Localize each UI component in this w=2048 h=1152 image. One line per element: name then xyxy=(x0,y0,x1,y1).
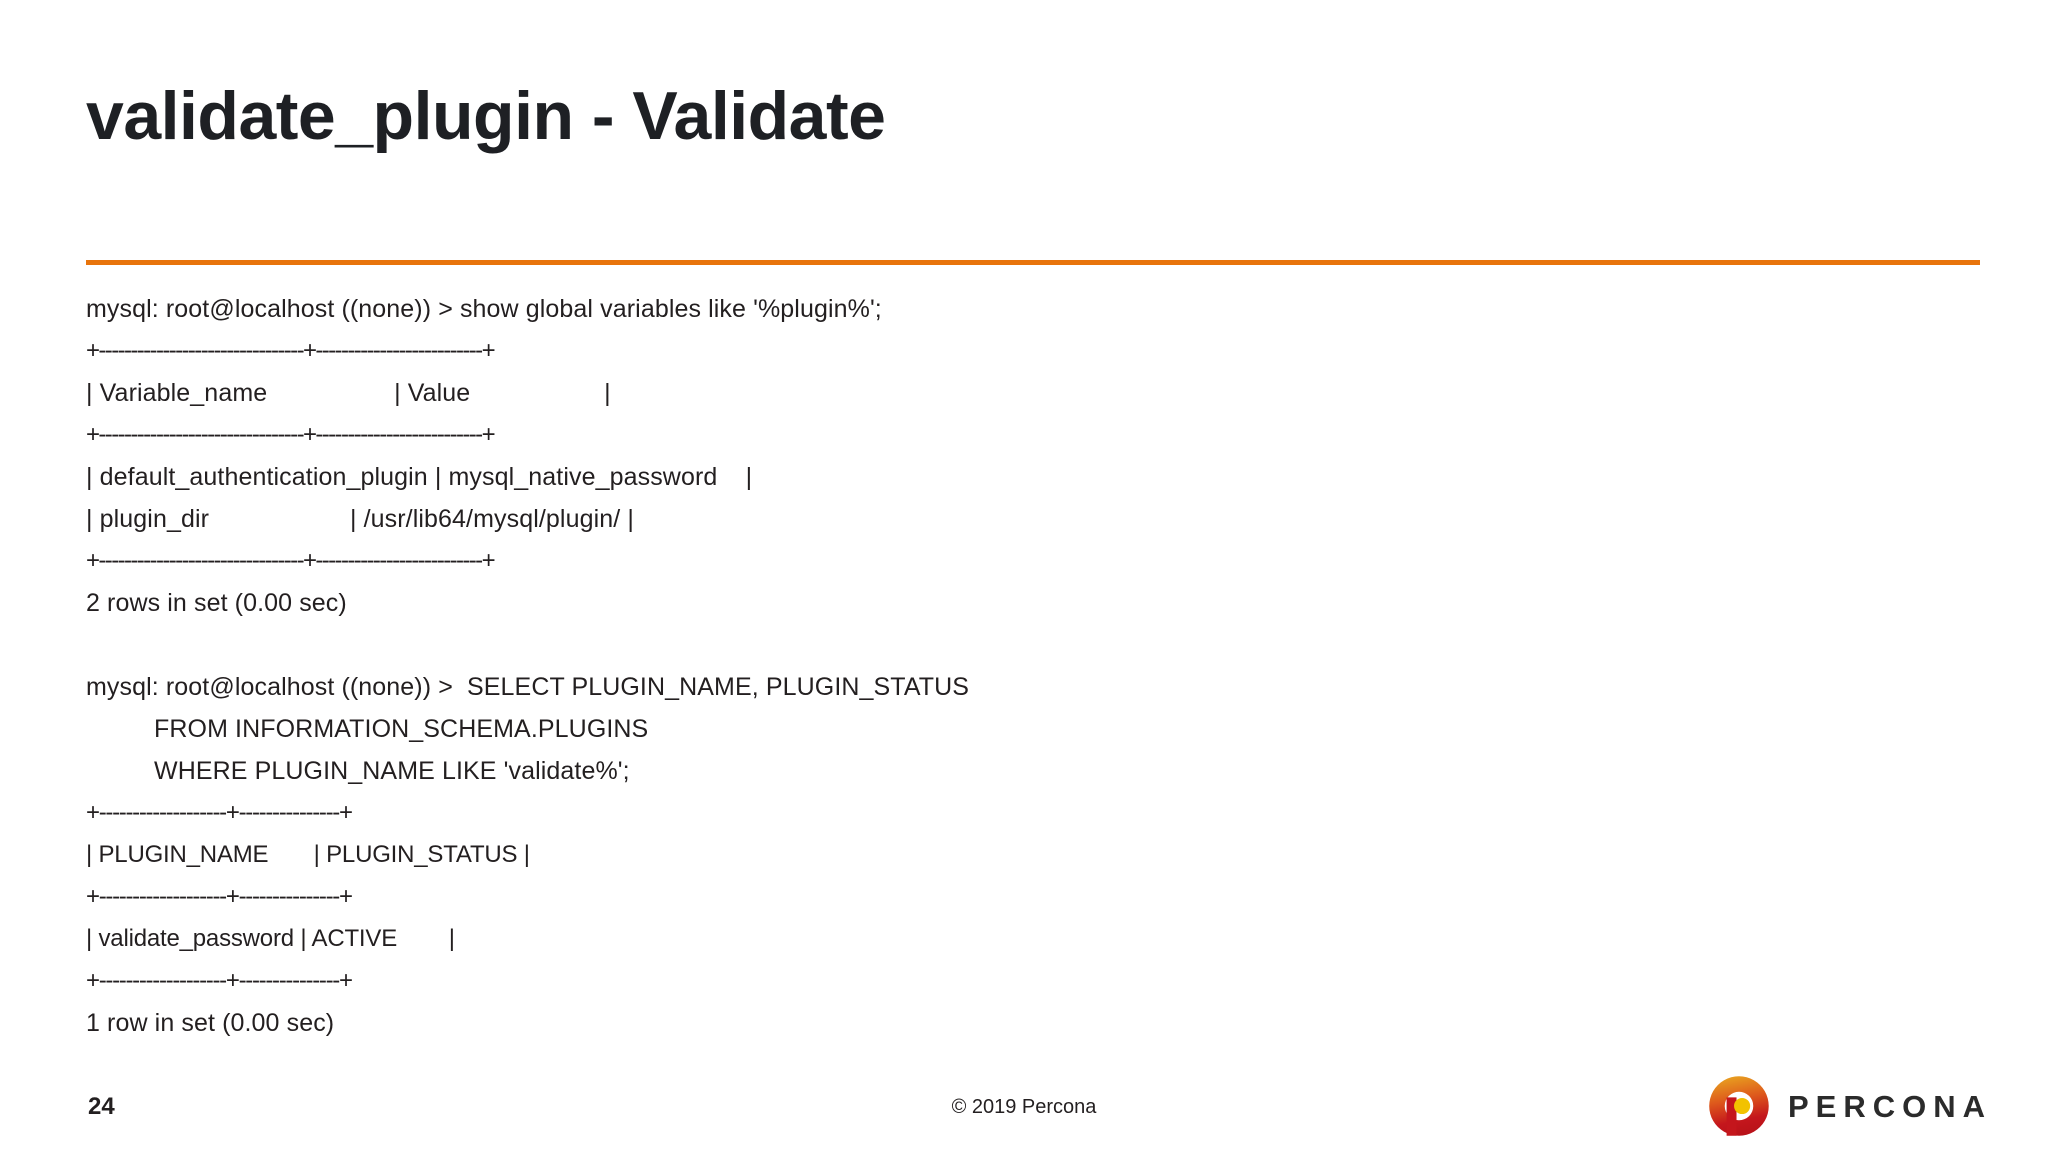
console-line: mysql: root@localhost ((none)) > SELECT … xyxy=(86,673,970,701)
console-line: | plugin_dir | /usr/lib64/mysql/plugin/ … xyxy=(86,505,634,533)
console-line: | default_authentication_plugin | mysql_… xyxy=(86,463,753,491)
console-output: mysql: root@localhost ((none)) > show gl… xyxy=(86,288,1486,1044)
page-title: validate_plugin - Validate xyxy=(86,78,886,154)
console-line: | PLUGIN_NAME | PLUGIN_STATUS | xyxy=(86,841,530,868)
console-line: WHERE PLUGIN_NAME LIKE 'validate%'; xyxy=(154,757,630,785)
console-line: | validate_password | ACTIVE | xyxy=(86,925,455,952)
console-line: +-------------------+---------------+ xyxy=(86,967,353,994)
console-line: 2 rows in set (0.00 sec) xyxy=(86,589,347,617)
console-line: FROM INFORMATION_SCHEMA.PLUGINS xyxy=(154,715,649,743)
percona-logo: PERCONA xyxy=(1708,1075,1992,1137)
console-line: | Variable_name | Value | xyxy=(86,379,611,407)
title-divider xyxy=(86,260,1980,265)
percona-wordmark: PERCONA xyxy=(1787,1088,1992,1124)
console-line: +--------------------------------+------… xyxy=(86,421,496,448)
console-line: +--------------------------------+------… xyxy=(86,547,496,574)
console-line: mysql: root@localhost ((none)) > show gl… xyxy=(86,295,882,323)
copyright-notice: © 2019 Percona xyxy=(951,1096,1097,1118)
page-number: 24 xyxy=(88,1093,115,1120)
console-line xyxy=(86,624,1486,666)
console-line: 1 row in set (0.00 sec) xyxy=(86,1009,335,1037)
console-line: +-------------------+---------------+ xyxy=(86,799,353,826)
console-line: +-------------------+---------------+ xyxy=(86,883,353,910)
percona-logo-icon xyxy=(1709,1076,1769,1136)
console-line: +--------------------------------+------… xyxy=(86,337,496,364)
